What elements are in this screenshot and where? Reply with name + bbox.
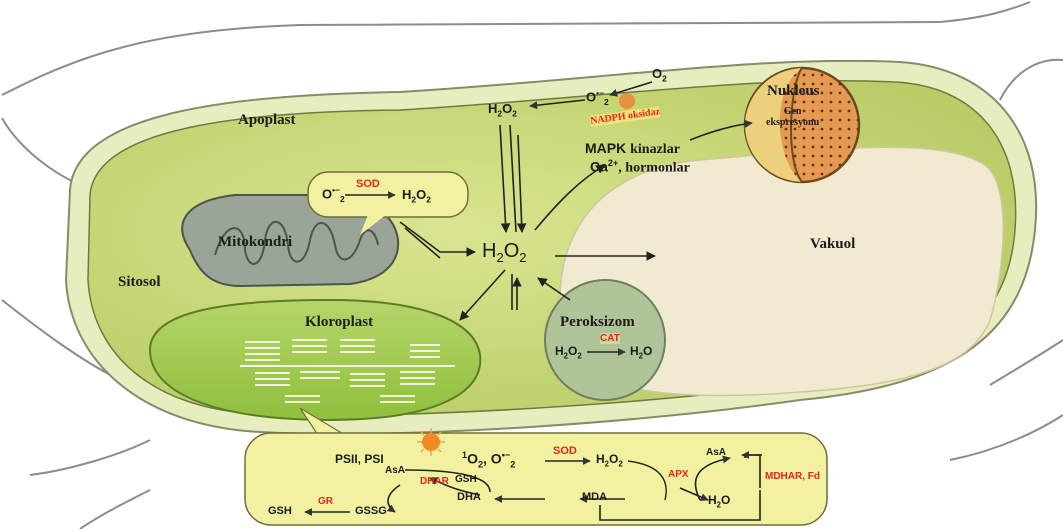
chloro-dhar: DHAR	[420, 476, 449, 487]
h-text: H	[402, 187, 411, 202]
sub2: 2	[512, 109, 517, 119]
membrane-o2: O2	[652, 66, 667, 84]
perox-h2o: H2O	[630, 344, 652, 360]
sun-icon	[417, 428, 445, 456]
o2-text: O	[491, 451, 502, 467]
chloro-dha: DHA	[457, 491, 481, 503]
chloro-h2o2: H2O2	[596, 452, 623, 468]
mito-h2o2: H2O2	[402, 187, 431, 205]
o-text: O	[504, 240, 520, 262]
h-text: H	[708, 493, 717, 507]
label-sitosol: Sitosol	[118, 274, 161, 291]
chloro-gsh-left: GSH	[268, 505, 292, 517]
o-text: O	[609, 452, 618, 466]
mito-sod: SOD	[356, 178, 380, 190]
o2-text: O	[652, 66, 662, 81]
comma: ,	[483, 451, 487, 467]
h-text: H	[488, 101, 497, 116]
ekspresyonu-text: ekspresyonu	[766, 117, 819, 128]
sub: 2	[340, 194, 345, 204]
superoxide-sup: •−	[596, 88, 604, 98]
sub2: 2	[577, 351, 581, 360]
chloro-mdhar: MDHAR, Fd	[765, 471, 820, 482]
chloro-mda: MDA	[582, 491, 607, 503]
mapk-text: MAPK	[585, 140, 626, 156]
label-kloroplast: Kloroplast	[305, 314, 373, 331]
o-text: O	[322, 186, 332, 201]
chloro-asa-right: AsA	[706, 447, 726, 458]
sup: •−	[502, 450, 511, 460]
chloro-apx: APX	[668, 469, 689, 480]
chloro-h2o: H2O	[708, 493, 730, 509]
label-gen-ekspresyonu: Gen ekspresyonu	[766, 106, 819, 128]
h-text: H	[630, 344, 639, 358]
sub1: 2	[496, 250, 503, 265]
membrane-h2o2: H2O2	[488, 101, 517, 119]
label-mapk-kinazlar: MAPK kinazlar	[585, 140, 680, 158]
chloro-psii-psi: PSII, PSI	[335, 452, 384, 466]
sub2: 2	[618, 459, 622, 468]
chloro-ros: 1O2, O•−2	[462, 450, 515, 469]
kinazlar-text: kinazlar	[630, 142, 680, 157]
label-vakuol: Vakuol	[810, 236, 855, 253]
label-nukleus: Nukleus	[767, 83, 820, 100]
label-apoplast: Apoplast	[238, 112, 296, 129]
chloro-gr: GR	[318, 496, 333, 507]
sub2: 2	[510, 459, 515, 469]
chloro-gsh-mid: GSH	[455, 474, 477, 485]
sup: •−	[332, 185, 340, 195]
membrane-superoxide: O•−2	[586, 88, 609, 107]
o-text: O	[643, 344, 652, 358]
superoxide-sub: 2	[604, 97, 609, 107]
o-text: O	[568, 344, 577, 358]
label-mitokondri: Mitokondri	[218, 234, 292, 251]
sub2: 2	[519, 250, 526, 265]
chloro-gssg: GSSG	[355, 505, 387, 517]
perox-h2o2: H2O2	[555, 344, 582, 360]
gen-text: Gen	[784, 106, 802, 117]
hormonlar-text: hormonlar	[625, 161, 690, 176]
label-ca-hormonlar: Ca2+, hormonlar	[590, 158, 690, 177]
h-text: H	[482, 240, 496, 262]
h-text: H	[596, 452, 605, 466]
ca-text: Ca	[590, 159, 608, 175]
ca-charge: 2+	[608, 158, 618, 168]
superoxide-text: O	[586, 89, 596, 104]
sub2: 2	[426, 195, 431, 205]
o-text: O	[502, 101, 512, 116]
central-h2o2: H2O2	[482, 240, 526, 265]
o-text: O	[721, 493, 730, 507]
o-text: O	[467, 451, 478, 467]
mito-o2: O•−2	[322, 185, 345, 204]
chloro-sod: SOD	[553, 445, 577, 457]
o-text: O	[416, 187, 426, 202]
o2-sub: 2	[662, 74, 667, 84]
perox-cat: CAT	[600, 333, 620, 344]
label-peroksizom: Peroksizom	[560, 314, 635, 331]
chloro-asa-left: AsA	[385, 465, 405, 476]
h-text: H	[555, 344, 564, 358]
nadph-oxidase-icon	[619, 93, 635, 109]
